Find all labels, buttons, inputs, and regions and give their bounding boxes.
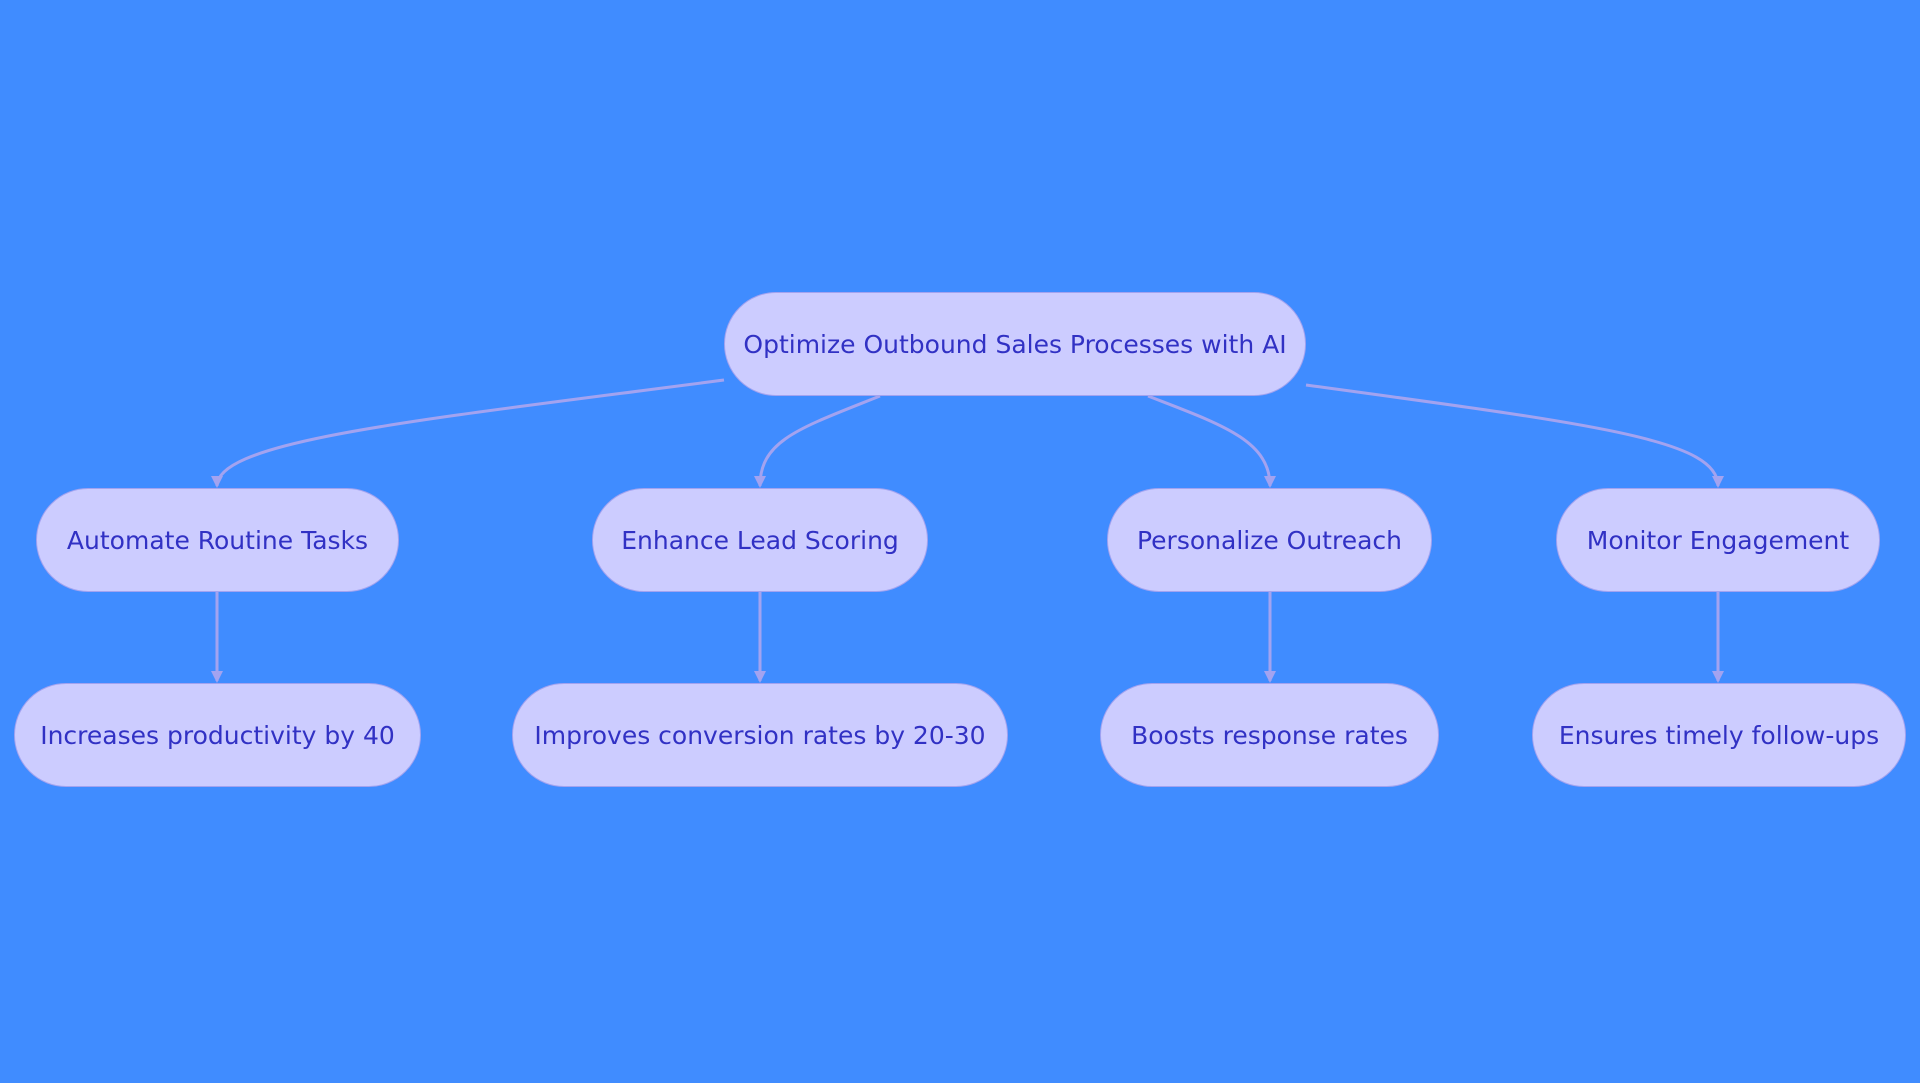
step-node-monitor: Monitor Engagement (1556, 488, 1880, 592)
edge-root-to-lead-scoring (754, 394, 881, 488)
step-node-personalize: Personalize Outreach (1107, 488, 1432, 592)
outcome-node-monitor: Ensures timely follow-ups (1532, 683, 1906, 787)
edge-root-to-automate (211, 378, 725, 488)
step-node-lead-scoring: Enhance Lead Scoring (592, 488, 928, 592)
outcome-node-lead-scoring: Improves conversion rates by 20-30 (512, 683, 1008, 787)
step-node-automate: Automate Routine Tasks (36, 488, 399, 592)
edge-root-to-personalize (1147, 394, 1276, 488)
edge-root-to-monitor (1305, 383, 1724, 488)
outcome-node-automate: Increases productivity by 40 (14, 683, 421, 787)
root-node: Optimize Outbound Sales Processes with A… (724, 292, 1306, 396)
outcome-node-personalize: Boosts response rates (1100, 683, 1439, 787)
